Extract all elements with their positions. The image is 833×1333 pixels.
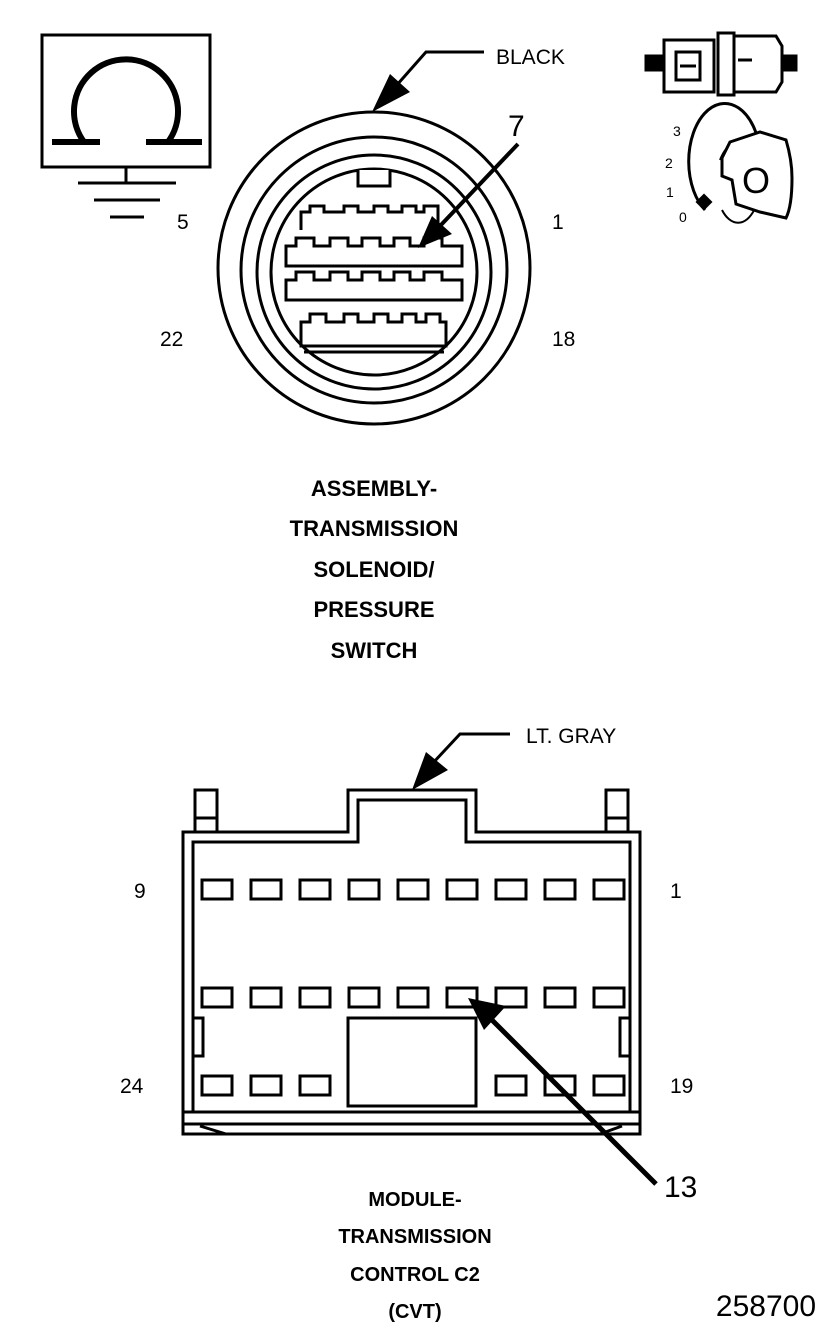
pin-callout-arrow — [418, 142, 520, 248]
pin-cavity — [494, 1074, 528, 1097]
connector2-callout-pin: 13 — [664, 1171, 697, 1204]
ignition-key-icon: O 3 2 1 0 — [665, 102, 794, 225]
connector1-title-line: ASSEMBLY- — [311, 476, 437, 501]
connector2-title-line: (CVT) — [388, 1301, 441, 1323]
round-connector — [216, 110, 532, 426]
pin-cavity — [592, 1074, 626, 1097]
pin-cavity — [543, 986, 577, 1009]
ignition-position-3: 3 — [673, 123, 681, 139]
connector1-pin-bottom-left: 22 — [160, 328, 183, 351]
key-label: O — [742, 160, 770, 201]
pin-cavity — [249, 986, 283, 1009]
connector1-pin-top-right: 1 — [552, 211, 564, 234]
ignition-position-1: 1 — [666, 184, 674, 200]
pin-cavity — [298, 1074, 332, 1097]
pin-cavity — [249, 878, 283, 901]
color-leader-arrow — [372, 50, 484, 112]
connector2-pin-bottom-right: 19 — [670, 1075, 693, 1098]
ohmmeter-ground-icon — [40, 33, 212, 219]
connector2-color-label: LT. GRAY — [526, 725, 616, 748]
connector1-pin-bottom-right: 18 — [552, 328, 575, 351]
color-leader-arrow — [412, 732, 510, 790]
connector1-pin-top-left: 5 — [177, 211, 189, 234]
connector1-color-label: BLACK — [496, 46, 565, 69]
rect-connector — [181, 788, 642, 1136]
connector1-callout-pin: 7 — [508, 110, 525, 143]
pin-cavity — [494, 986, 528, 1009]
pin-cavity — [445, 986, 479, 1009]
ignition-position-0: 0 — [679, 209, 687, 225]
pin-cavity — [347, 878, 381, 901]
connector2-pin-top-left: 9 — [134, 880, 146, 903]
connector2-title-line: CONTROL C2 — [350, 1264, 480, 1286]
connector-pair-icon — [644, 31, 798, 97]
pin-cavity — [494, 878, 528, 901]
connector2-title-line: TRANSMISSION — [338, 1226, 491, 1248]
pin-cavity — [543, 1074, 577, 1097]
pin-cavity — [396, 878, 430, 901]
connector1-title: ASSEMBLY- TRANSMISSION SOLENOID/ PRESSUR… — [290, 476, 459, 663]
pin-callout-arrow — [468, 998, 658, 1186]
pin-cavity — [200, 986, 234, 1009]
pin-cavity — [298, 878, 332, 901]
pin-cavity — [592, 986, 626, 1009]
connector2-title-line: MODULE- — [368, 1189, 461, 1211]
connector2-pin-bottom-left: 24 — [120, 1075, 144, 1098]
pin-cavities — [200, 878, 626, 1097]
connector2-title: MODULE- TRANSMISSION CONTROL C2 (CVT) — [338, 1189, 491, 1323]
pin-cavity — [347, 986, 381, 1009]
connector1-title-line: SOLENOID/ — [313, 557, 434, 582]
ignition-position-2: 2 — [665, 155, 673, 171]
connector1-title-line: PRESSURE — [313, 597, 434, 622]
pin-cavity — [298, 986, 332, 1009]
figure-id: 258700 — [716, 1290, 816, 1323]
pin-cavity — [445, 878, 479, 901]
pin-cavity — [592, 878, 626, 901]
pin-cavity — [249, 1074, 283, 1097]
connector1-title-line: SWITCH — [331, 638, 418, 663]
pin-cavity — [200, 878, 234, 901]
pin-cavity — [396, 986, 430, 1009]
connector2-pin-top-right: 1 — [670, 880, 682, 903]
connector1-title-line: TRANSMISSION — [290, 516, 459, 541]
pin-cavity — [200, 1074, 234, 1097]
pin-cavity — [543, 878, 577, 901]
